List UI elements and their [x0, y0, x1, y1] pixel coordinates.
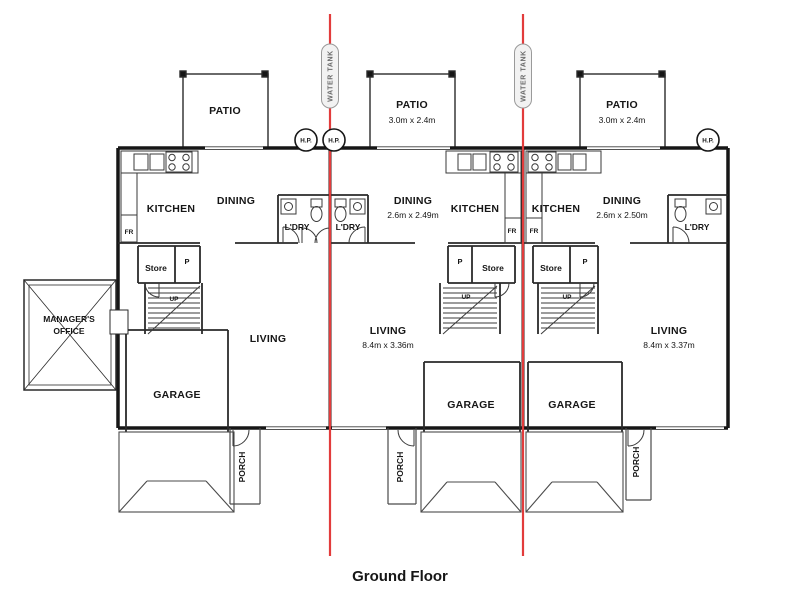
unit3-laundry-label: L'DRY [685, 222, 710, 232]
managers-office-label-line2: OFFICE [53, 326, 84, 336]
hp-label: H.P. [328, 137, 340, 144]
stairs [147, 285, 596, 335]
unit2-dining-label: DINING [394, 195, 432, 207]
unit2-up-label: UP [461, 294, 471, 301]
unit1-porch-label: PORCH [237, 452, 247, 483]
roof-hip-outlines [118, 431, 624, 513]
unit3-garage-label: GARAGE [548, 399, 596, 411]
exterior-walls [116, 146, 730, 430]
unit1-fridge-label: FR [125, 229, 134, 236]
unit3-pantry-label: P [582, 257, 587, 266]
unit1-store-label: Store [145, 263, 167, 273]
managers-office-outline [23, 279, 129, 391]
hp-circle [322, 128, 346, 152]
unit2-living-dims: 8.4m x 3.36m [362, 340, 414, 350]
unit3-store-label: Store [540, 263, 562, 273]
boundary-lines [328, 14, 525, 556]
hp-label: H.P. [300, 137, 312, 144]
unit2-dining-dims: 2.6m x 2.49m [387, 210, 439, 220]
unit3-porch-label: PORCH [631, 447, 641, 478]
stairs-unit1 [147, 285, 201, 335]
unit1-garage-label: GARAGE [153, 389, 201, 401]
room-labels: PATIO KITCHEN DINING L'DRY Store P FR UP… [43, 99, 710, 482]
unit1-up-label: UP [169, 296, 179, 303]
stairs-unit3 [540, 285, 596, 335]
water-tank-pill [321, 43, 339, 109]
water-tank-2: WATER TANK [514, 43, 532, 109]
unit1-dining-label: DINING [217, 195, 255, 207]
managers-office-label-line1: MANAGER'S [43, 314, 95, 324]
unit3-patio-label: PATIO [606, 99, 638, 111]
unit1-laundry-label: L'DRY [285, 222, 310, 232]
water-tank-label: WATER TANK [521, 50, 528, 102]
unit2-laundry-label: L'DRY [336, 222, 361, 232]
interior-walls [118, 194, 728, 432]
unit2-patio-label: PATIO [396, 99, 428, 111]
unit2-patio-dims: 3.0m x 2.4m [389, 115, 436, 125]
unit2-fridge-label: FR [508, 228, 517, 235]
page-title: Ground Floor [352, 568, 448, 585]
unit1-kitchen-label: KITCHEN [147, 203, 195, 215]
unit2-garage-label: GARAGE [447, 399, 495, 411]
unit3-fridge-label: FR [530, 228, 539, 235]
unit2-porch-label: PORCH [395, 452, 405, 483]
unit3-kitchen-label: KITCHEN [532, 203, 580, 215]
door-swings [144, 226, 690, 447]
unit2-kitchen-label: KITCHEN [451, 203, 499, 215]
unit3-living-dims: 8.4m x 3.37m [643, 340, 695, 350]
water-tank-label: WATER TANK [328, 50, 335, 102]
unit3-patio-dims: 3.0m x 2.4m [599, 115, 646, 125]
kitchen-fixtures [120, 150, 722, 244]
unit1-pantry-label: P [184, 257, 189, 266]
unit3-dining-label: DINING [603, 195, 641, 207]
water-tank-1: WATER TANK [321, 43, 339, 109]
unit2-living-label: LIVING [370, 325, 407, 337]
window-openings [205, 145, 724, 431]
unit2-pantry-label: P [457, 257, 462, 266]
hp-circle [696, 128, 720, 152]
porch-outlines [229, 428, 652, 505]
hp-circle [294, 128, 318, 152]
unit1-patio-label: PATIO [209, 105, 241, 117]
hp-markers: H.P. H.P. H.P. [294, 128, 720, 152]
water-tank-pill [514, 43, 532, 109]
unit3-dining-dims: 2.6m x 2.50m [596, 210, 648, 220]
unit2-store-label: Store [482, 263, 504, 273]
stairs-unit2 [442, 285, 498, 335]
hp-label: H.P. [702, 137, 714, 144]
unit3-living-label: LIVING [651, 325, 688, 337]
unit3-up-label: UP [562, 294, 572, 301]
unit1-living-label: LIVING [250, 333, 287, 345]
